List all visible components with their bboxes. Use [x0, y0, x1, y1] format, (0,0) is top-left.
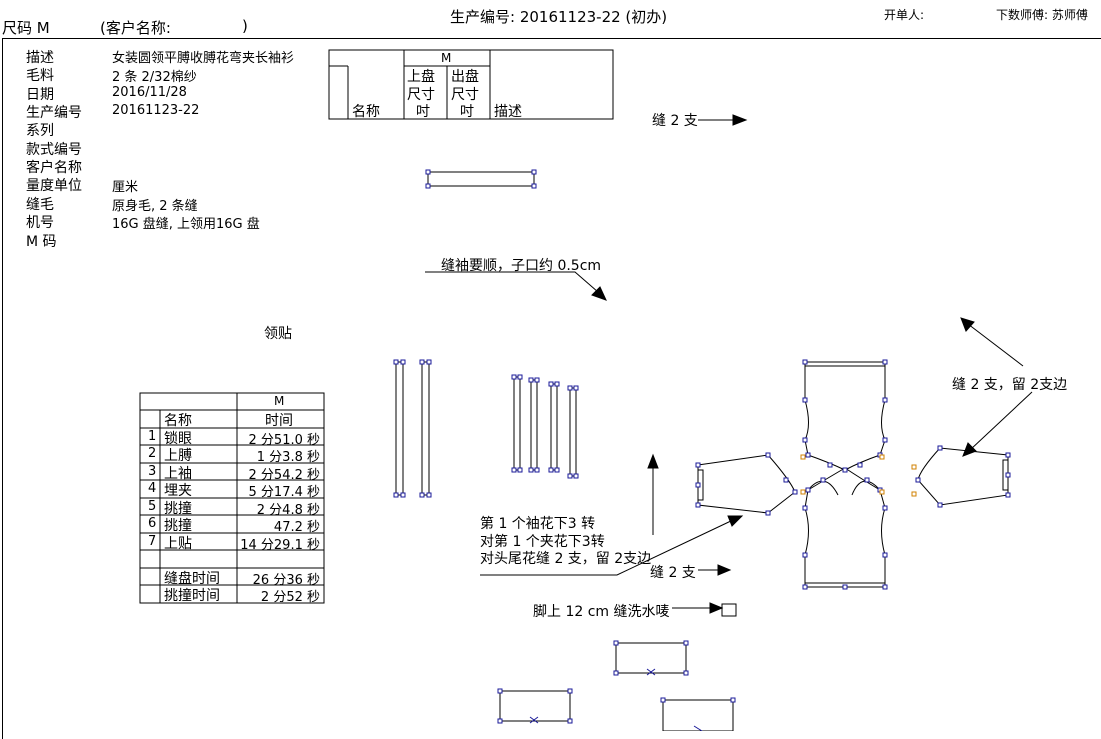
time-row-time: 47.2 秒 — [273, 520, 320, 535]
info-label: M 码 — [26, 234, 57, 250]
time-row-name: 挑撞 — [164, 518, 192, 534]
time-row-time: 14 分29.1 秒 — [240, 538, 320, 553]
note-hem: 脚上 12 cm 缝洗水唛 — [533, 604, 670, 620]
size-table-in-1: 上盘 — [407, 69, 435, 85]
content-frame — [2, 38, 1101, 739]
customer-label: (客户名称: — [100, 19, 171, 37]
info-value: 20161123-22 — [112, 103, 200, 118]
info-value: 厘米 — [112, 180, 139, 195]
size-table-out-1: 出盘 — [451, 69, 479, 85]
time-row-name: 挑撞 — [164, 501, 192, 517]
time-table-size: M — [274, 394, 285, 408]
info-value: 16G 盘缝, 上领用16G 盘 — [112, 217, 260, 232]
info-value: 2 条 2/32棉纱 — [112, 70, 197, 85]
size-table-out-3: 吋 — [460, 104, 474, 120]
note-sleeve-smooth: 缝袖要顺，子口约 0.5cm — [441, 258, 602, 274]
time-row-name: 上袖 — [164, 466, 192, 482]
info-value: 2016/11/28 — [112, 85, 187, 100]
time-row-name: 锁眼 — [164, 431, 192, 447]
note-collar-patch: 领贴 — [264, 326, 292, 342]
time-row-name: 上膊 — [164, 448, 192, 464]
note-sleeve-2: 对第 1 个夹花下3转 — [480, 534, 605, 550]
size-table-name-header: 名称 — [352, 104, 380, 120]
size-table-out-2: 尺寸 — [451, 87, 479, 103]
note-sleeve-3: 对头尾花缝 2 支，留 2支边 — [480, 551, 652, 567]
info-label: 系列 — [26, 123, 54, 139]
time-row-time: 2 分54.2 秒 — [248, 468, 320, 483]
time-row-no: 7 — [148, 534, 157, 549]
customer-close: ) — [242, 17, 248, 35]
info-value: 原身毛, 2 条缝 — [112, 199, 198, 214]
time-total-name: 缝盘时间 — [164, 571, 220, 587]
info-label: 款式编号 — [26, 142, 82, 158]
info-label: 量度单位 — [26, 178, 82, 194]
time-table-name-header: 名称 — [164, 413, 192, 429]
time-row-no: 4 — [148, 481, 157, 496]
master-label: 下数师傅: 苏师傅 — [996, 8, 1088, 22]
info-label: 缝毛 — [26, 197, 54, 213]
note-sleeve-1: 第 1 个袖花下3 转 — [480, 516, 596, 532]
time-total-value: 26 分36 秒 — [252, 573, 320, 588]
info-label: 生产编号 — [26, 105, 82, 121]
time-row-name: 埋夹 — [164, 483, 192, 499]
production-number-title: 生产编号: 20161123-22 (初办) — [450, 8, 668, 26]
time-row-no: 2 — [148, 446, 157, 461]
info-label: 毛料 — [26, 68, 54, 84]
info-value: 女装圆领平膊收膊花弯夹长袖衫 — [112, 51, 295, 66]
note-sew-top: 缝 2 支 — [652, 113, 698, 129]
size-table-size: M — [441, 51, 452, 65]
time-row-no: 1 — [148, 429, 157, 444]
note-sew-mid: 缝 2 支 — [650, 565, 696, 581]
issuer-label: 开单人: — [884, 8, 925, 22]
time-row-no: 3 — [148, 464, 157, 479]
time-row-time: 2 分4.8 秒 — [256, 503, 320, 518]
time-total-name: 挑撞时间 — [164, 588, 220, 604]
time-row-time: 5 分17.4 秒 — [248, 485, 320, 500]
size-table-in-3: 吋 — [416, 104, 430, 120]
time-row-no: 5 — [148, 499, 157, 514]
size-table-in-2: 尺寸 — [407, 87, 435, 103]
time-row-time: 1 分3.8 秒 — [256, 450, 320, 465]
note-sew-side: 缝 2 支，留 2支边 — [952, 377, 1068, 393]
time-total-value: 2 分52 秒 — [260, 590, 320, 605]
time-row-no: 6 — [148, 516, 157, 531]
info-label: 日期 — [26, 87, 54, 103]
time-row-name: 上贴 — [164, 536, 192, 552]
info-label: 描述 — [26, 50, 54, 66]
time-row-time: 2 分51.0 秒 — [248, 433, 320, 448]
time-table-time-header: 时间 — [265, 413, 293, 429]
info-label: 机号 — [26, 215, 54, 231]
size-label: 尺码 M — [2, 19, 50, 37]
size-table-desc-header: 描述 — [494, 104, 522, 120]
info-label: 客户名称 — [26, 160, 82, 176]
